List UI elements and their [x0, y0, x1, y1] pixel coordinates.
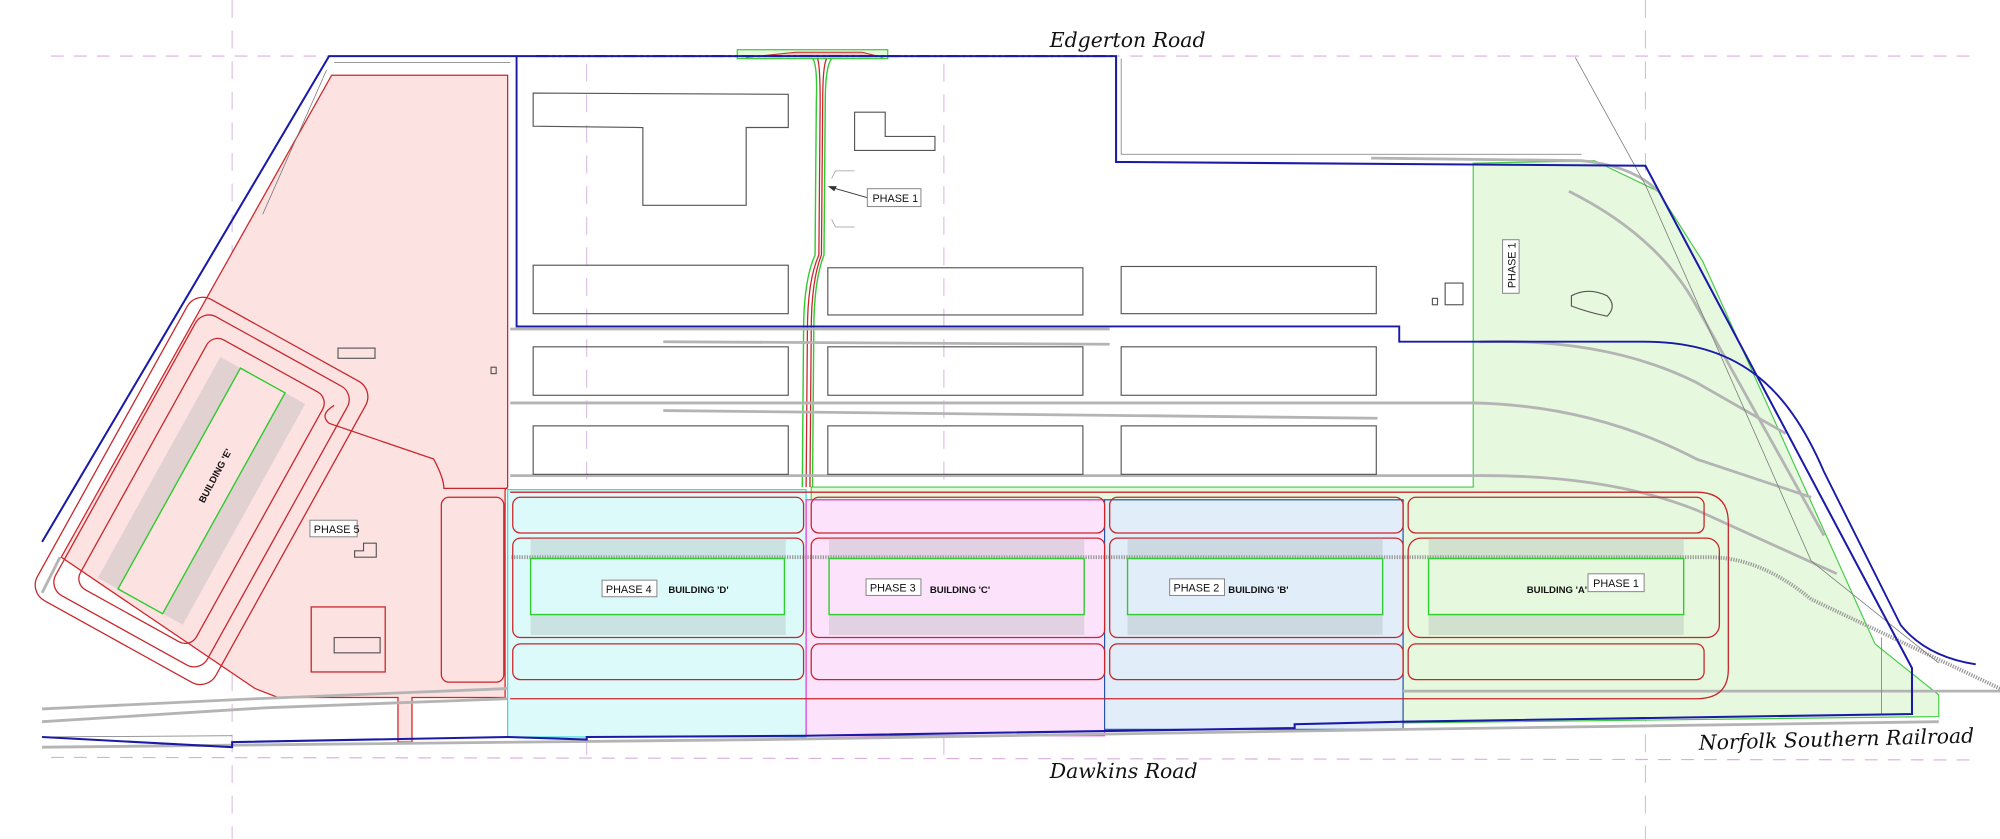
building-a-block	[1407, 496, 1721, 681]
phase-1-building-label: PHASE 1	[1587, 573, 1645, 593]
building-a-label: BUILDING 'A'	[1527, 585, 1587, 596]
phase-2-label: PHASE 2	[1169, 578, 1225, 596]
phase-5-label: PHASE 5	[309, 519, 360, 538]
phase-1-access-road	[736, 49, 889, 488]
svg-text:PHASE 3: PHASE 3	[870, 583, 916, 595]
rail-lines	[40, 156, 2000, 749]
phase-4-area	[507, 489, 807, 738]
building-c-label: BUILDING 'C'	[930, 585, 990, 596]
svg-text:PHASE 1: PHASE 1	[1593, 578, 1639, 590]
phase-1-access-label: PHASE 1	[866, 188, 922, 208]
site-roads	[324, 404, 1729, 700]
svg-text:PHASE 1: PHASE 1	[872, 193, 918, 205]
svg-text:PHASE 4: PHASE 4	[606, 584, 652, 596]
phase-4-label: PHASE 4	[601, 579, 658, 598]
phase-3-label: PHASE 3	[865, 578, 922, 596]
building-b-label: BUILDING 'B'	[1228, 585, 1288, 596]
building-e-block	[34, 296, 369, 686]
edgerton-road-label: Edgerton Road	[1049, 28, 1206, 52]
norfolk-southern-railroad-label: Norfolk Southern Railroad	[1697, 724, 1974, 755]
fence-lines	[42, 57, 1940, 738]
building-b-block	[1109, 496, 1404, 681]
existing-buildings	[310, 92, 1613, 673]
svg-text:PHASE 2: PHASE 2	[1173, 583, 1219, 595]
building-d-label: BUILDING 'D'	[668, 585, 728, 596]
building-c-block	[810, 496, 1106, 681]
phase-3-area	[805, 499, 1106, 737]
phase-1-yard-label: PHASE 1	[1502, 239, 1520, 294]
property-lines	[41, 55, 1976, 749]
phase-1-access-leader	[827, 170, 868, 228]
svg-text:PHASE 5: PHASE 5	[314, 524, 360, 536]
svg-text:PHASE 1: PHASE 1	[1506, 242, 1518, 288]
building-d-block	[512, 496, 805, 681]
dawkins-road-label: Dawkins Road	[1049, 759, 1198, 783]
